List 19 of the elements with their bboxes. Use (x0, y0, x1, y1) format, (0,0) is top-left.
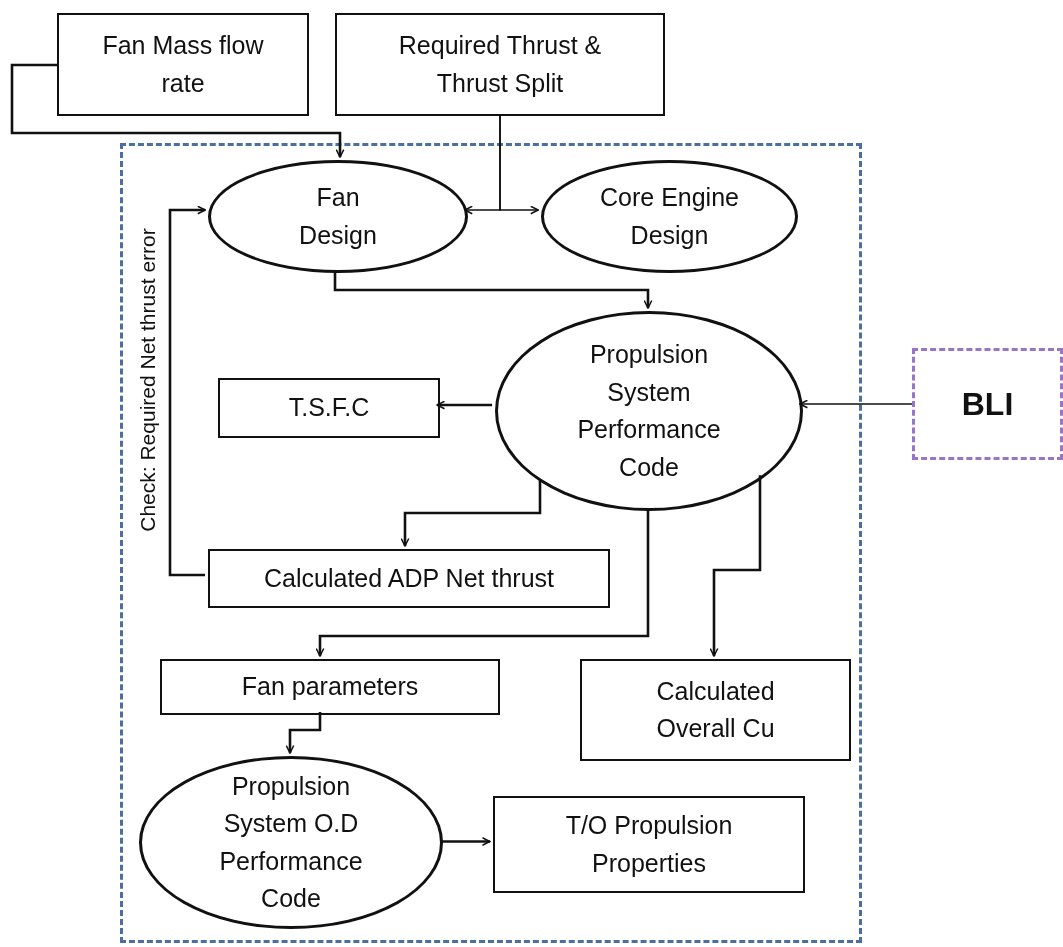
arrow (499, 115, 540, 215)
process-box: Calculated ADP Net thrust (208, 549, 610, 608)
arrow (10, 63, 345, 158)
arrow (436, 400, 493, 410)
arrow (709, 475, 762, 657)
process-ellipse: Propulsion System O.D Performance Code (139, 756, 443, 929)
process-ellipse: Fan Design (208, 160, 468, 273)
process-box: T/O Propulsion Properties (493, 796, 805, 893)
arrow (400, 480, 542, 547)
process-box: T.S.F.C (218, 378, 440, 438)
process-box: Calculated Overall Cu (580, 659, 851, 761)
process-box: Required Thrust & Thrust Split (335, 13, 665, 116)
process-box: Fan parameters (160, 659, 500, 715)
arrow (168, 205, 206, 577)
process-ellipse: Propulsion System Performance Code (495, 311, 803, 511)
input-box: BLI (912, 348, 1063, 460)
process-box: Fan Mass flow rate (57, 13, 309, 116)
dashed-frame (120, 143, 862, 943)
process-ellipse: Core Engine Design (541, 160, 798, 273)
